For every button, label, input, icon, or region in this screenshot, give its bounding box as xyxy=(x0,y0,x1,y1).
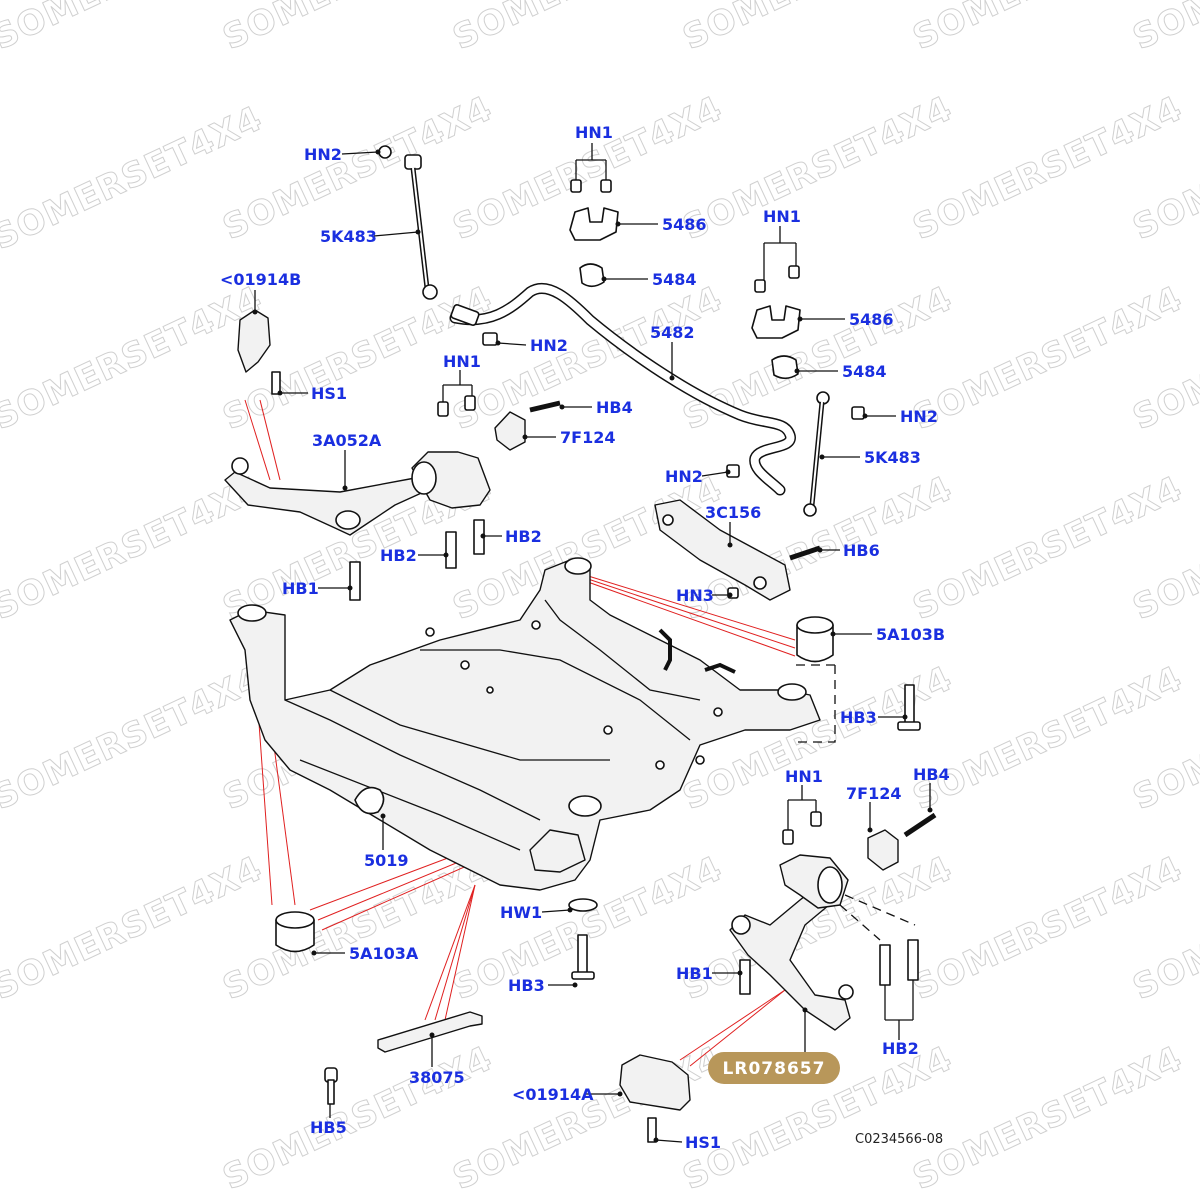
part-number-text: LR078657 xyxy=(723,1059,826,1079)
bushing-clamp-upper xyxy=(569,179,619,241)
label-38075: 38075 xyxy=(409,1068,465,1087)
label-hn1: HN1 xyxy=(575,123,613,142)
label-hb1: HB1 xyxy=(282,579,319,598)
label-7f124: 7F124 xyxy=(560,428,615,447)
label-5482: 5482 xyxy=(650,323,695,342)
dashed-bracket xyxy=(795,664,836,743)
label-hs1: HS1 xyxy=(311,384,347,403)
bolt-hb3-right xyxy=(897,684,921,731)
label-hn3: HN3 xyxy=(676,586,714,605)
label-5484: 5484 xyxy=(652,270,697,289)
nut-hn2-bar xyxy=(482,332,498,346)
bushing-lower xyxy=(771,355,799,380)
label-3a052a: 3A052A xyxy=(312,431,382,450)
label-hw1: HW1 xyxy=(500,903,542,922)
label-01914b: <01914B xyxy=(220,270,301,289)
bushing-upper xyxy=(579,263,605,288)
stabilizer-bar xyxy=(449,282,796,496)
label-5k483: 5K483 xyxy=(864,448,921,467)
lower-control-arm-left xyxy=(224,395,561,601)
label-5a103a: 5A103A xyxy=(349,944,419,963)
label-hb2: HB2 xyxy=(380,546,417,565)
label-hb4: HB4 xyxy=(913,765,950,784)
label-hn2: HN2 xyxy=(530,336,568,355)
label-01914a: <01914A xyxy=(512,1085,594,1104)
label-5a103b: 5A103B xyxy=(876,625,945,644)
callout-labels: HN2 5K483 HN1 5486 5484 HN1 5486 5484 54… xyxy=(220,123,950,1152)
label-hb5: HB5 xyxy=(310,1118,347,1137)
label-hn1: HN1 xyxy=(443,352,481,371)
subframe-bushing-b xyxy=(796,616,834,663)
label-5484: 5484 xyxy=(842,362,887,381)
label-hb2: HB2 xyxy=(505,527,542,546)
subframe-bushing-a xyxy=(275,911,315,953)
label-hb3: HB3 xyxy=(840,708,877,727)
label-5486: 5486 xyxy=(662,215,707,234)
label-hn2: HN2 xyxy=(900,407,938,426)
bolt-hb3-left xyxy=(571,934,595,980)
label-7f124: 7F124 xyxy=(846,784,901,803)
washer-hw1 xyxy=(568,898,598,912)
leader-lines xyxy=(252,143,933,1143)
brace-38075 xyxy=(324,1011,483,1105)
part-number-badge[interactable]: LR078657 xyxy=(708,1052,840,1084)
label-hn2: HN2 xyxy=(665,467,703,486)
label-hb3: HB3 xyxy=(508,976,545,995)
watermark-text: SOMERSET4X4 xyxy=(1127,0,1200,58)
label-5019: 5019 xyxy=(364,851,409,870)
label-5k483: 5K483 xyxy=(320,227,377,246)
front-subframe xyxy=(229,557,821,891)
label-3c156: 3C156 xyxy=(705,503,761,522)
label-hn2: HN2 xyxy=(304,145,342,164)
label-hb2: HB2 xyxy=(882,1039,919,1058)
label-hn1: HN1 xyxy=(785,767,823,786)
stabilizer-link-right xyxy=(726,391,865,517)
label-hn1: HN1 xyxy=(763,207,801,226)
label-5486: 5486 xyxy=(849,310,894,329)
heat-shield-a xyxy=(619,1054,691,1143)
diagram-reference-code: C0234566-08 xyxy=(855,1132,943,1147)
brace-plate-3c156 xyxy=(654,499,821,601)
label-hs1: HS1 xyxy=(685,1133,721,1152)
label-hb4: HB4 xyxy=(596,398,633,417)
label-hb6: HB6 xyxy=(843,541,880,560)
label-hb1: HB1 xyxy=(676,964,713,983)
bushing-clamp-lower xyxy=(751,265,801,339)
